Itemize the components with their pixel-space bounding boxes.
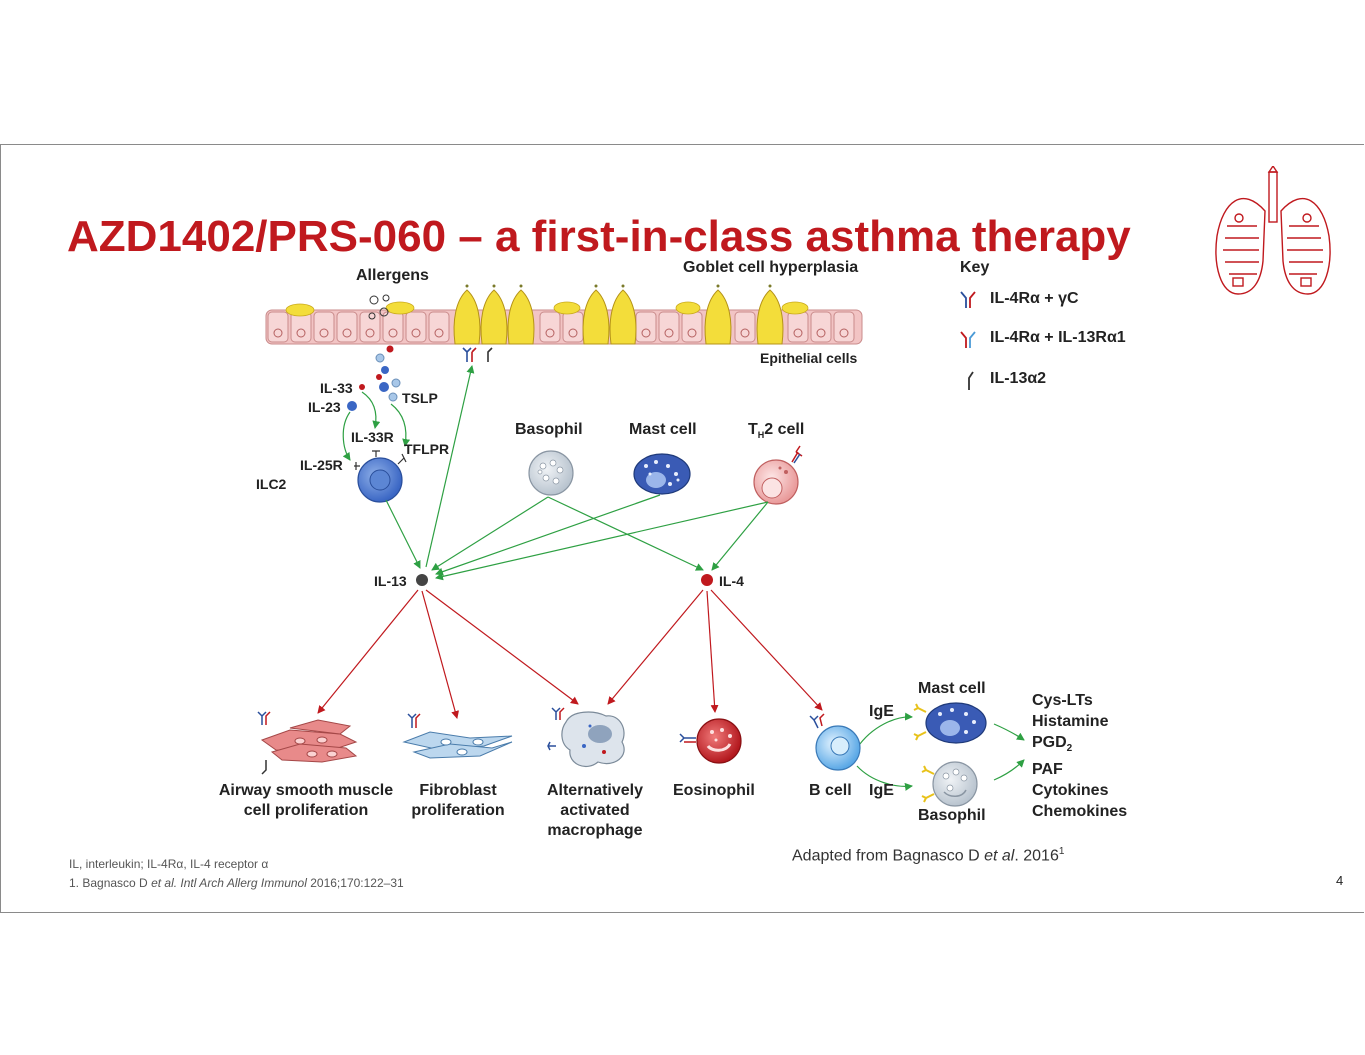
lungs-logo-icon — [1215, 166, 1331, 295]
ilc2-cell — [354, 450, 407, 503]
mediator-item: Histamine — [1032, 713, 1109, 730]
il13-node — [416, 574, 428, 586]
mast-cell-label: Mast cell — [629, 421, 697, 438]
ige-top-label: IgE — [869, 703, 894, 720]
cytokine-dots — [347, 345, 401, 411]
il33-label: IL-33 — [320, 380, 353, 396]
il33r-label: IL-33R — [351, 429, 394, 445]
ige-bottom-label: IgE — [869, 782, 894, 799]
b-cell-label: B cell — [809, 782, 852, 799]
tslp-label: TSLP — [402, 390, 438, 406]
key-item-1: IL-4Rα + γC — [990, 290, 1079, 307]
footnote-reference: 1. Bagnasco D et al. Intl Arch Allerg Im… — [69, 876, 404, 890]
tflpr-label: TFLPR — [404, 441, 450, 457]
key-title: Key — [960, 259, 990, 276]
epithelial-receptors — [462, 347, 493, 362]
source-credit: Adapted from Bagnasco D et al. 20161 — [792, 846, 1065, 865]
airway-smooth-muscle-cells — [257, 711, 358, 775]
mast-cell-2-label: Mast cell — [918, 680, 986, 697]
il4-node — [701, 574, 713, 586]
il4-label: IL-4 — [719, 573, 744, 589]
red-arrows — [317, 589, 823, 719]
b-cell — [809, 713, 861, 771]
mediator-item: PGD2 — [1032, 734, 1073, 755]
goblet-label: Goblet cell hyperplasia — [683, 259, 859, 276]
basophil-label: Basophil — [515, 421, 583, 438]
macrophage-cell — [547, 707, 625, 767]
basophil-ige — [921, 761, 978, 807]
il25r-label: IL-25R — [300, 457, 343, 473]
footnote-abbrev: IL, interleukin; IL-4Rα, IL-4 receptor α — [69, 857, 269, 871]
mast-cell-ige — [913, 702, 987, 744]
key-receptor-icons — [960, 291, 976, 390]
th2-cell — [753, 445, 803, 505]
il23-label: IL-23 — [308, 399, 341, 415]
mast-cell — [633, 453, 691, 495]
slide-title: AZD1402/PRS-060 – a first-in-class asthm… — [67, 212, 1131, 261]
slide-frame — [0, 144, 1364, 913]
ilc2-label: ILC2 — [256, 476, 287, 492]
allergen-particles — [368, 294, 390, 320]
epithelial-label: Epithelial cells — [760, 350, 858, 366]
mediator-item: Chemokines — [1032, 803, 1128, 821]
th2-cell-label: TH2 cell — [748, 421, 805, 441]
key-item-3: IL-13α2 — [990, 370, 1047, 387]
basophil-2-label: Basophil — [918, 807, 986, 824]
mediator-item: Cytokines — [1032, 782, 1109, 800]
allergens-label: Allergens — [356, 267, 429, 284]
basophil-cell — [528, 450, 574, 496]
il13-label: IL-13 — [374, 573, 407, 589]
green-arrows — [342, 365, 1025, 791]
fibroblast-cells — [402, 713, 513, 759]
eosinophil-cell — [679, 718, 742, 764]
epithelium-layer — [265, 284, 863, 345]
mediator-list: Cys-LTs Histamine PGD2 PAF Cytokines Che… — [1032, 690, 1127, 822]
mediator-item: PAF — [1032, 761, 1063, 779]
eosinophil-label: Eosinophil — [673, 782, 755, 799]
key-item-2: IL-4Rα + IL-13Rα1 — [990, 329, 1126, 346]
mediator-item: Cys-LTs — [1032, 692, 1093, 709]
page-number: 4 — [1336, 873, 1344, 888]
